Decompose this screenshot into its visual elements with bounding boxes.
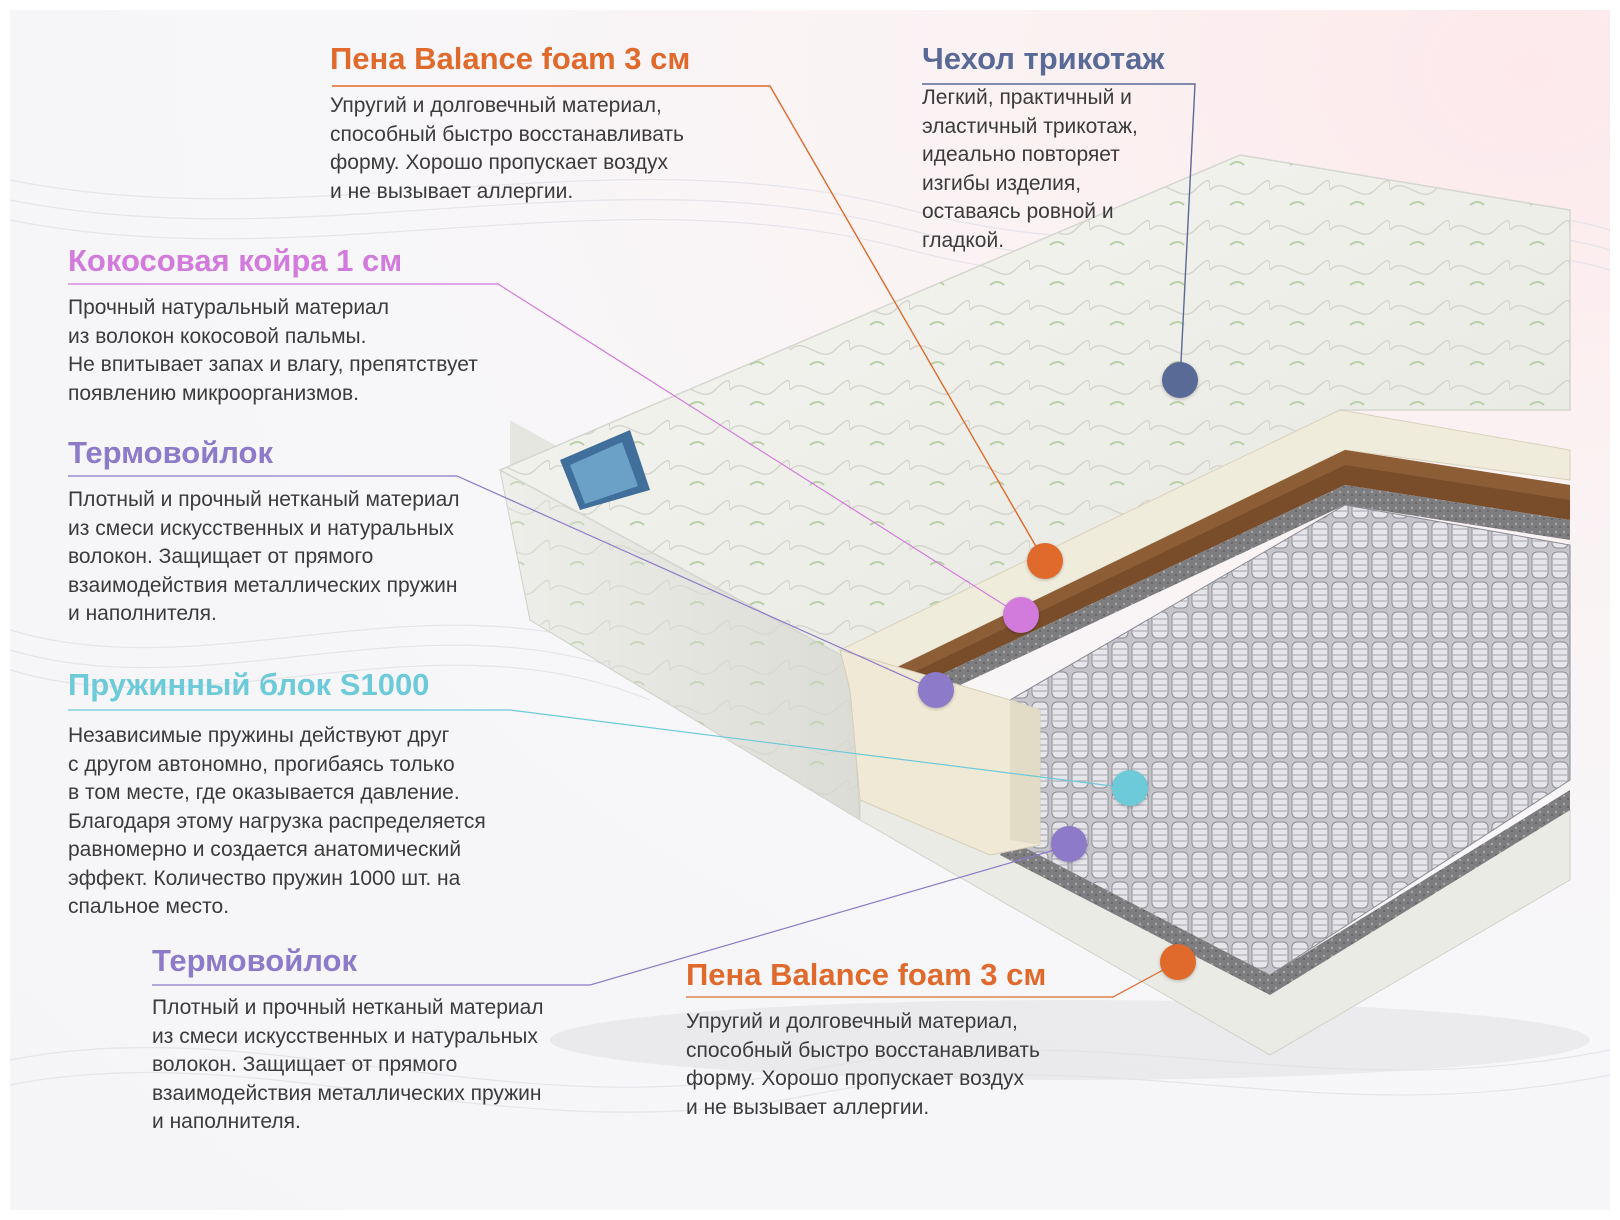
marker-cover[interactable] — [1162, 362, 1198, 398]
leader-foam-top — [332, 85, 1046, 563]
callout-text: Независимые пружины действуют друг с дру… — [68, 724, 486, 918]
leader-springs — [68, 709, 1129, 789]
callout-text: Легкий, практичный и эластичный трикотаж… — [922, 86, 1138, 252]
mattress-illustration — [498, 154, 1590, 1080]
callout-title: Пена Balance foam 3 см — [686, 957, 1047, 992]
leader-lines — [68, 83, 1196, 998]
callout-cover: Чехол трикотаж Легкий, практичный и элас… — [922, 40, 1164, 255]
callout-text: Плотный и прочный нетканый материал из с… — [68, 488, 460, 625]
marker-foam-top[interactable] — [1027, 543, 1063, 579]
callout-foam-top: Пена Balance foam 3 см Упругий и долгове… — [330, 40, 690, 206]
callout-coir: Кокосовая койра 1 см Прочный натуральный… — [68, 242, 478, 408]
callout-text: Плотный и прочный нетканый материал из с… — [152, 996, 544, 1133]
callout-title: Кокосовая койра 1 см — [68, 243, 403, 278]
marker-springs[interactable] — [1112, 770, 1148, 806]
callout-springs: Пружинный блок S1000 Независимые пружины… — [68, 666, 486, 922]
callout-title: Термовойлок — [152, 943, 357, 978]
callout-foam-bottom: Пена Balance foam 3 см Упругий и долгове… — [686, 956, 1046, 1122]
callout-text: Прочный натуральный материал из волокон … — [68, 296, 478, 405]
callout-title: Пружинный блок S1000 — [68, 667, 430, 702]
marker-felt-top[interactable] — [918, 672, 954, 708]
callout-title: Пена Balance foam 3 см — [330, 41, 691, 76]
callout-felt-top: Термовойлок Плотный и прочный нетканый м… — [68, 434, 460, 629]
leader-coir — [68, 283, 1021, 616]
callout-title: Чехол трикотаж — [922, 41, 1165, 76]
marker-coir[interactable] — [1003, 597, 1039, 633]
callout-text: Упругий и долговечный материал, способны… — [686, 1010, 1040, 1119]
leader-felt-top — [68, 475, 936, 691]
infographic-canvas: Пена Balance foam 3 см Упругий и долгове… — [10, 10, 1610, 1210]
leader-felt-bottom — [152, 845, 1069, 986]
marker-foam-bottom[interactable] — [1160, 944, 1196, 980]
marker-felt-bottom[interactable] — [1051, 826, 1087, 862]
callout-felt-bottom: Термовойлок Плотный и прочный нетканый м… — [152, 942, 544, 1137]
callout-title: Термовойлок — [68, 435, 273, 470]
leader-foam-bottom — [686, 961, 1179, 998]
callout-text: Упругий и долговечный материал, способны… — [330, 94, 684, 203]
leader-cover — [922, 83, 1196, 383]
